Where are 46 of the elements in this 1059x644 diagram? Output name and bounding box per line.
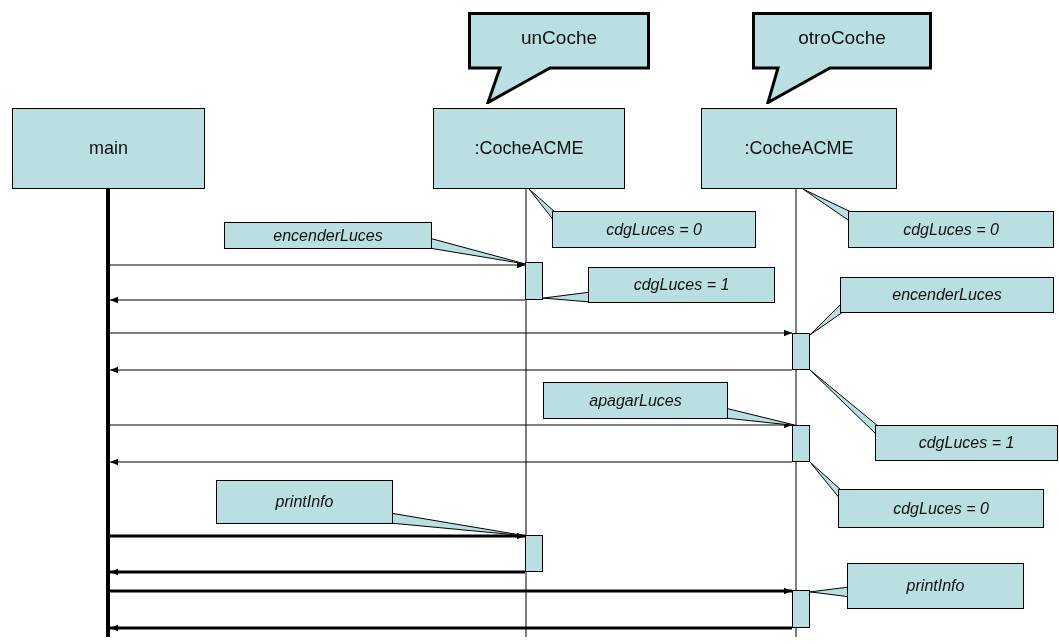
note-box xyxy=(840,277,1054,313)
message-arrow xyxy=(110,568,525,576)
object-box xyxy=(12,108,205,189)
callout-bubble xyxy=(752,12,932,104)
note-text: cdgLuces = 0 xyxy=(893,499,989,518)
message-arrow xyxy=(109,261,526,269)
note-box xyxy=(216,480,393,524)
activation-bar xyxy=(525,262,543,300)
note-pointer xyxy=(802,188,852,223)
callout-text: unCoche xyxy=(520,27,598,49)
note-text: apagarLuces xyxy=(589,391,682,410)
lifeline xyxy=(106,189,110,637)
message-arrow xyxy=(109,458,793,466)
note-box xyxy=(552,211,756,248)
note-box xyxy=(875,425,1058,461)
message-arrow xyxy=(109,296,526,304)
message-arrow xyxy=(109,329,793,337)
object-box xyxy=(433,108,625,189)
note-text: printInfo xyxy=(275,493,334,511)
callout-bubble xyxy=(468,12,650,104)
callout-text: otroCoche xyxy=(798,27,886,49)
message-arrow xyxy=(110,587,792,595)
activation-bar xyxy=(792,425,810,462)
object-name: main xyxy=(89,138,128,159)
activation-bar xyxy=(792,590,810,628)
note-text: cdgLuces = 0 xyxy=(606,220,702,239)
note-text: cdgLuces = 0 xyxy=(903,220,999,239)
note-text: encenderLuces xyxy=(273,226,383,245)
object-name: :CocheACME xyxy=(474,138,584,159)
activation-bar xyxy=(792,333,810,370)
note-box xyxy=(224,222,432,249)
note-box xyxy=(838,489,1044,528)
message-arrow xyxy=(109,366,793,374)
activation-bar xyxy=(525,535,543,572)
note-box xyxy=(848,211,1054,248)
note-text: printInfo xyxy=(906,577,965,595)
message-arrow xyxy=(110,532,525,540)
note-box xyxy=(847,563,1024,609)
note-text: encenderLuces xyxy=(892,286,1002,304)
note-box xyxy=(588,267,775,303)
note-pointer xyxy=(809,369,879,437)
message-arrow xyxy=(110,624,792,632)
note-box xyxy=(543,382,728,419)
object-name: :CocheACME xyxy=(744,138,854,159)
note-text: cdgLuces = 1 xyxy=(633,276,730,294)
note-text: cdgLuces = 1 xyxy=(918,434,1015,452)
